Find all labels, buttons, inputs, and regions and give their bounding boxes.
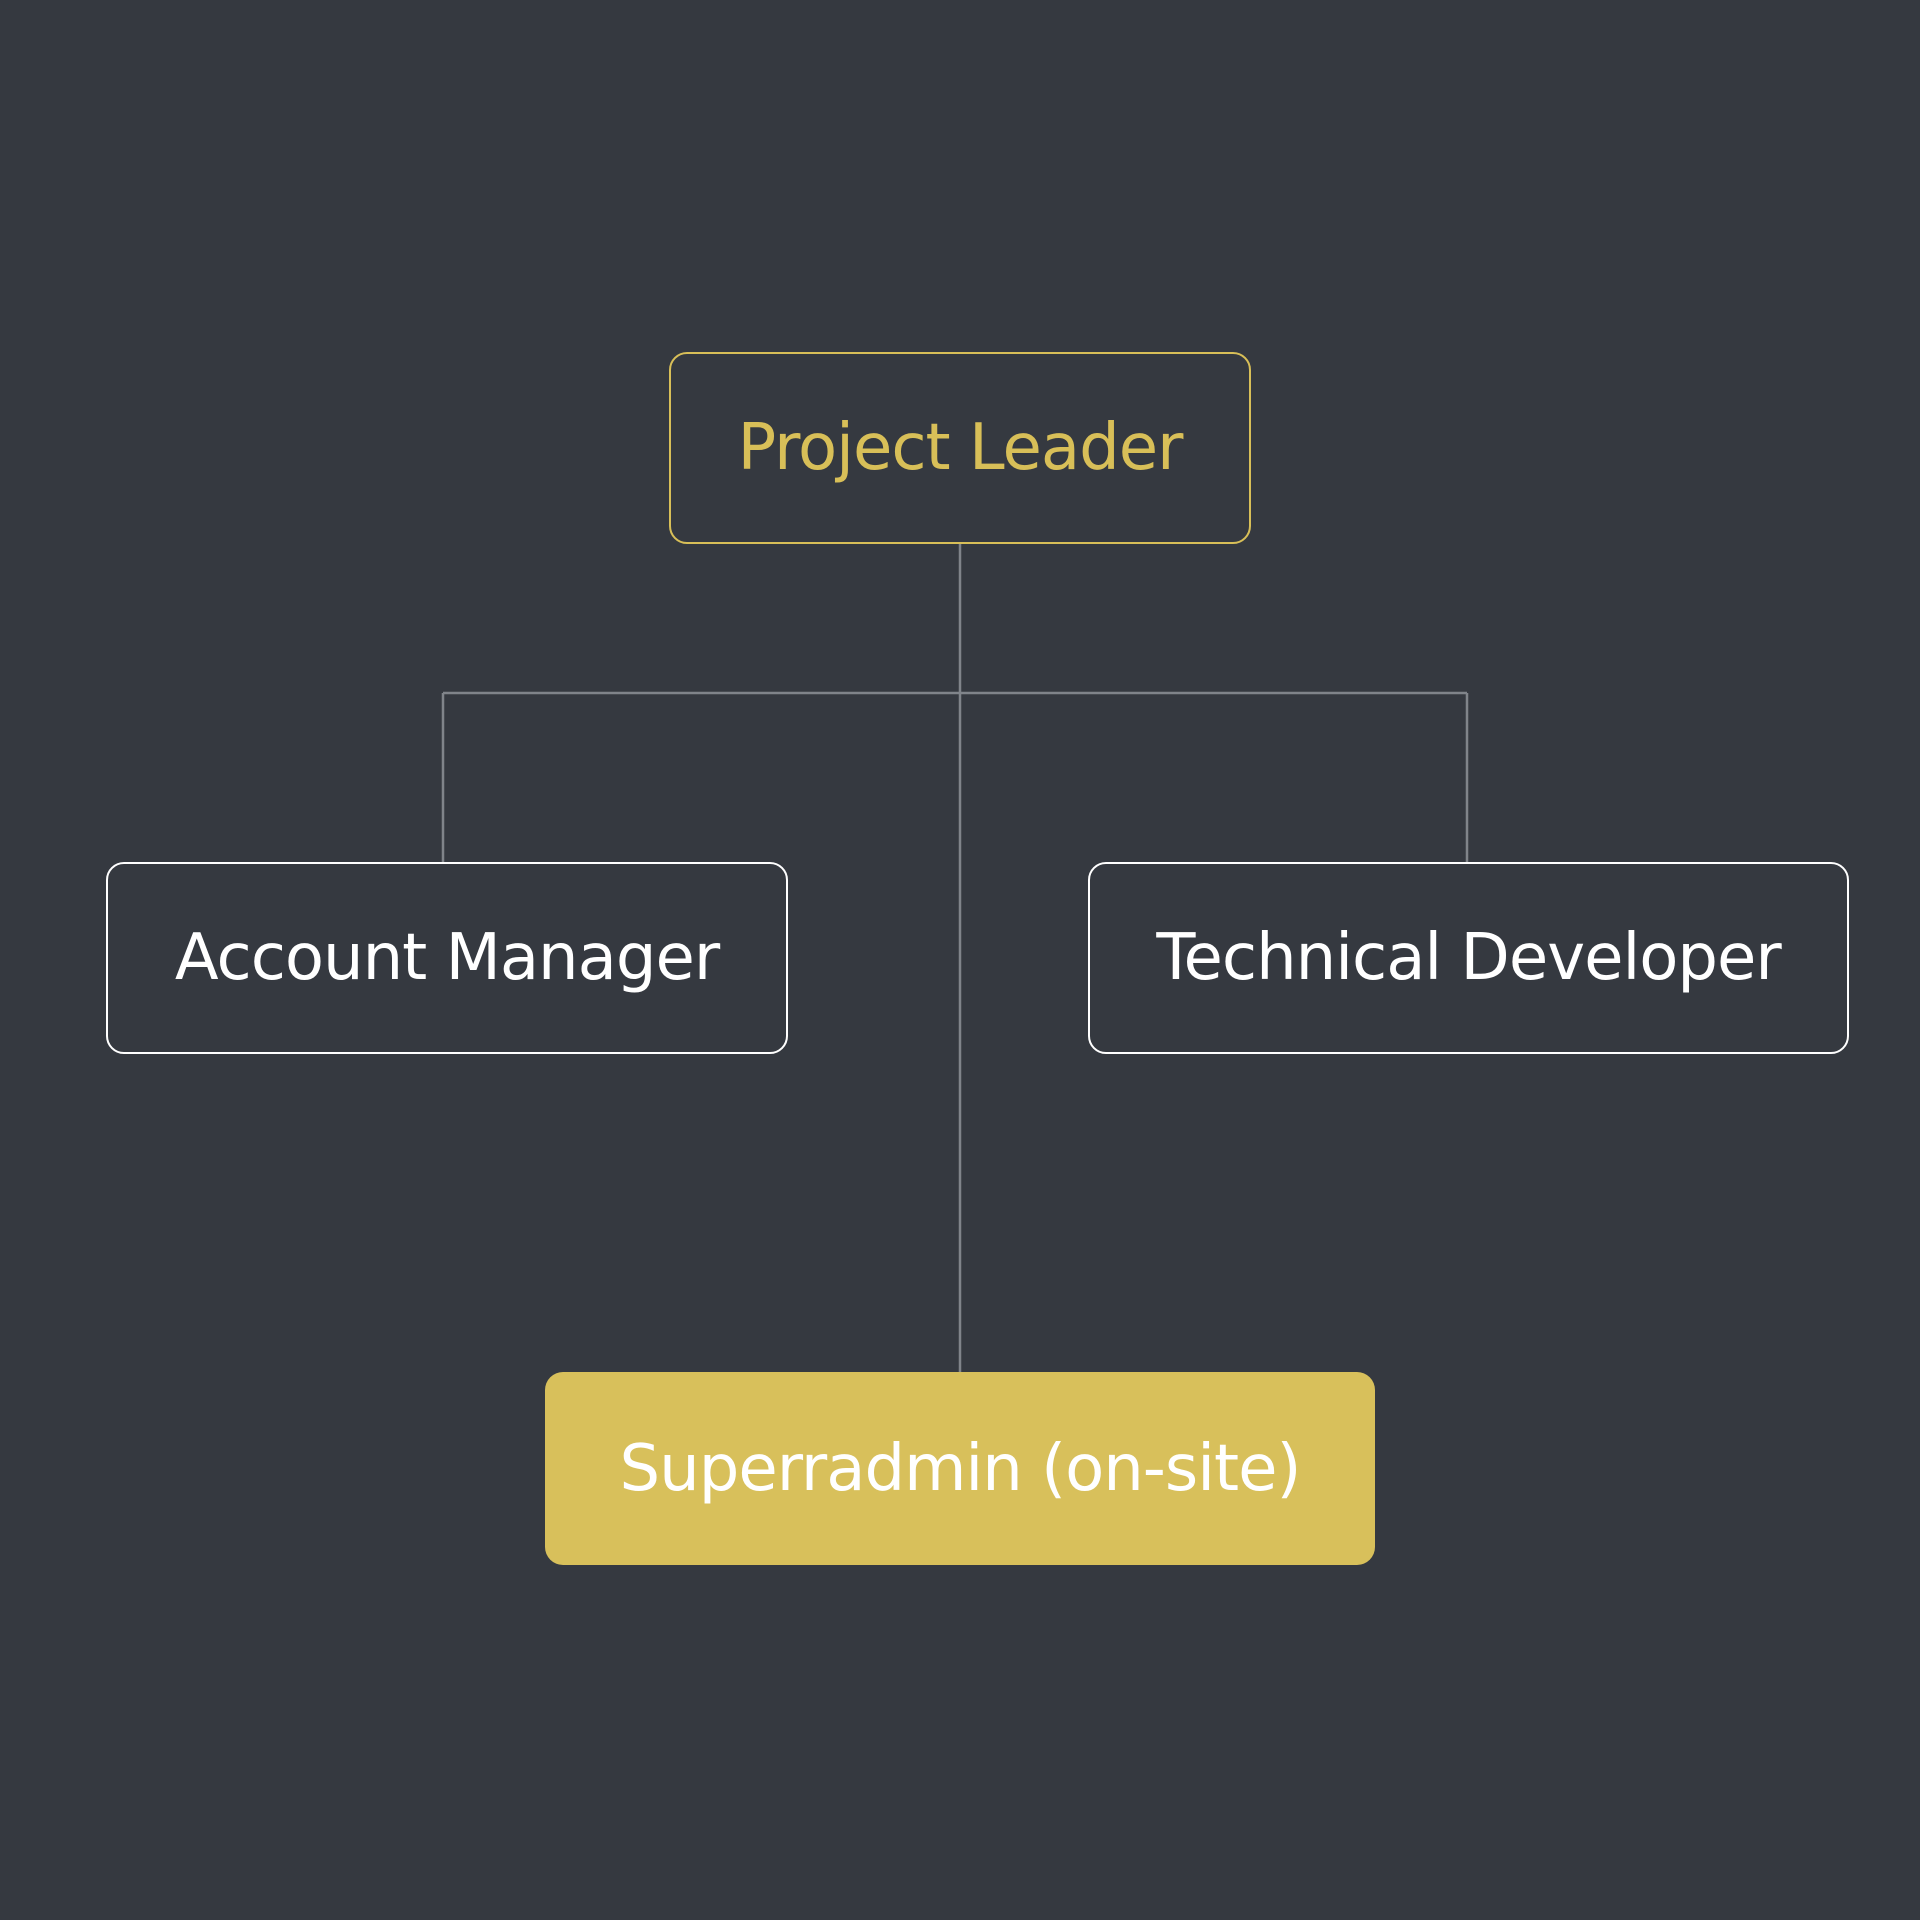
node-superradmin-label: Superradmin (on-site) xyxy=(619,1431,1302,1506)
node-project-leader-label: Project Leader xyxy=(737,411,1184,485)
node-superradmin: Superradmin (on-site) xyxy=(545,1372,1375,1565)
node-project-leader: Project Leader xyxy=(669,352,1251,544)
node-technical-developer: Technical Developer xyxy=(1088,862,1849,1054)
node-account-manager-label: Account Manager xyxy=(174,921,720,995)
node-account-manager: Account Manager xyxy=(106,862,788,1054)
node-technical-developer-label: Technical Developer xyxy=(1156,921,1781,995)
